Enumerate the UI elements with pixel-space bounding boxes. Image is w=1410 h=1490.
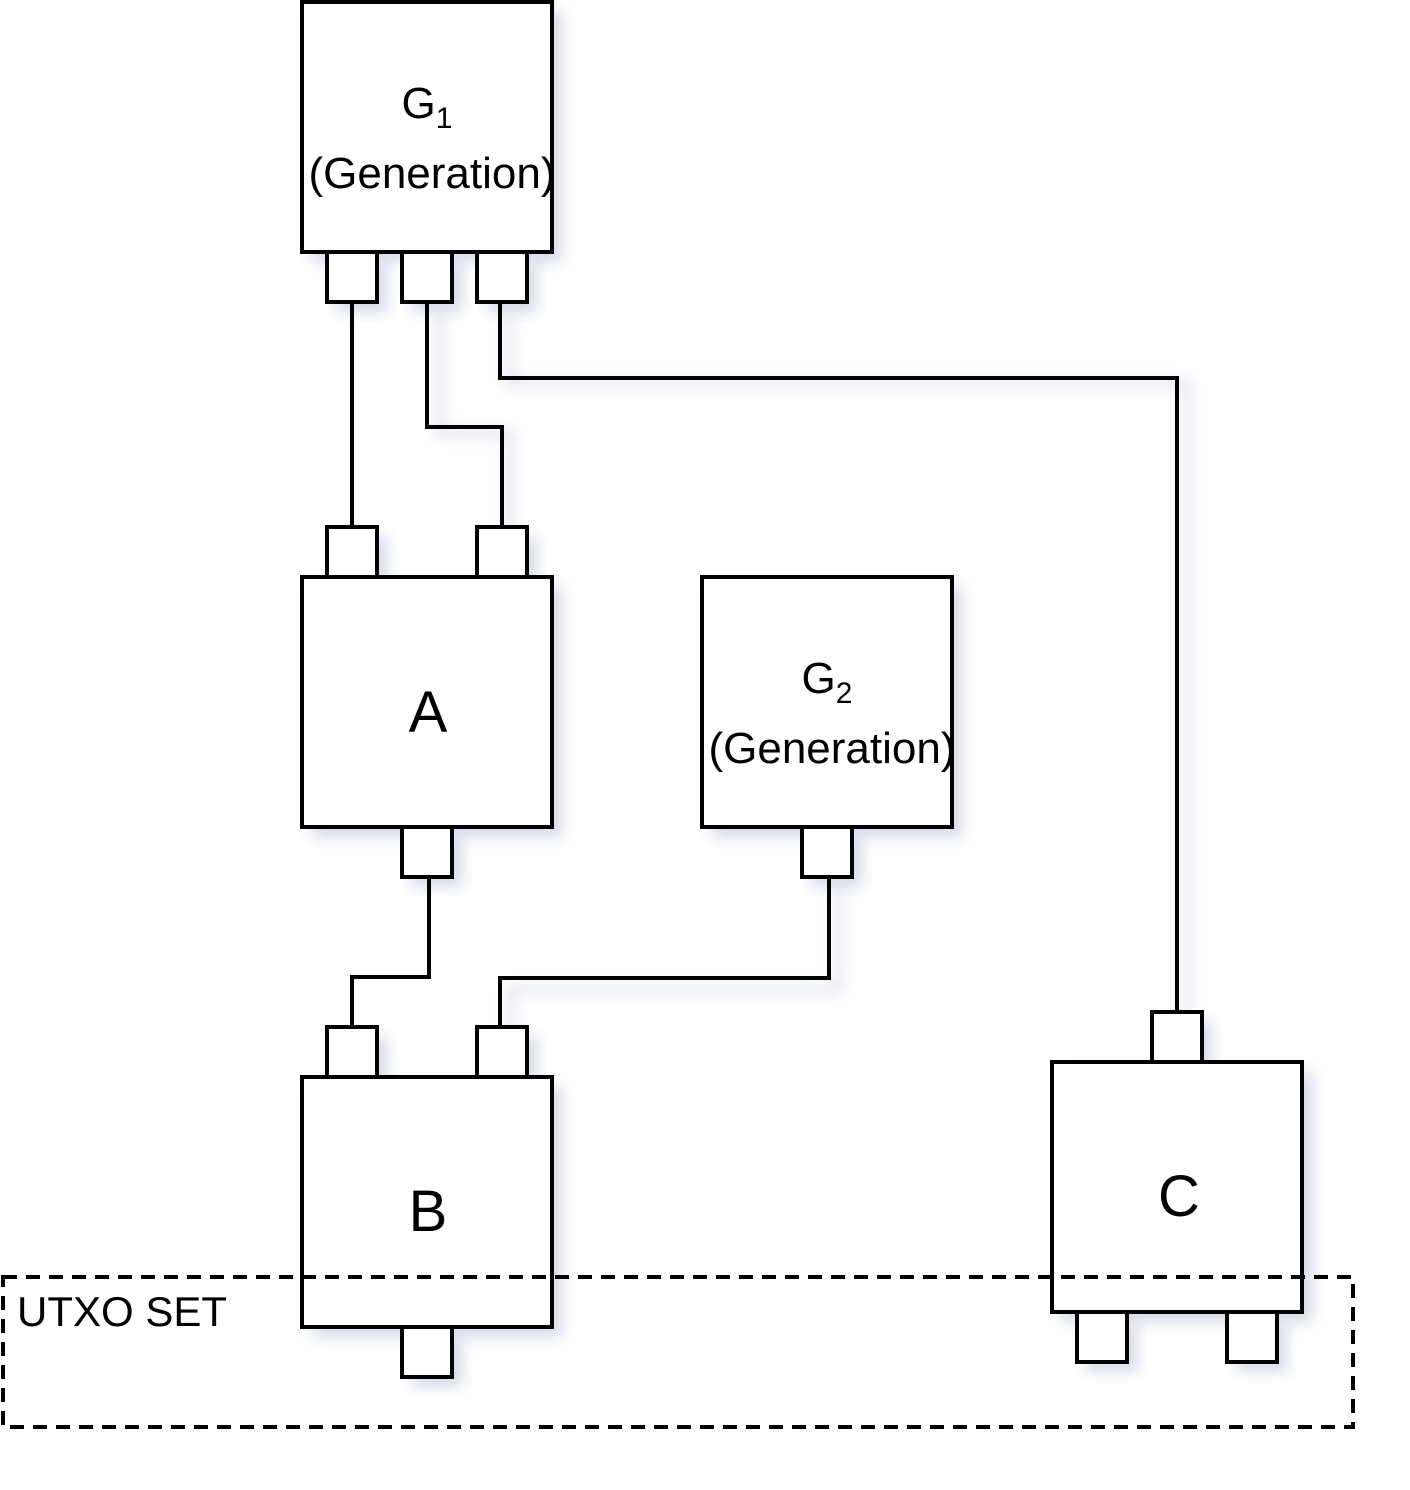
node-a-box	[300, 575, 554, 829]
connections	[350, 302, 1179, 1027]
node-c-box	[1050, 1060, 1304, 1314]
node-g1-output-port-3	[475, 250, 529, 304]
node-g1-output-port-1	[325, 250, 379, 304]
node-g2-title: G2	[802, 654, 853, 710]
node-g2-output-port	[800, 825, 854, 879]
node-g1: G1 (Generation)	[300, 0, 556, 304]
wire-g2-out-to-b-in2	[498, 877, 831, 1027]
node-c-output-port-1	[1075, 1310, 1129, 1364]
node-b-box	[300, 1075, 554, 1329]
node-a-label: A	[409, 680, 448, 745]
utxo-set-region: UTXO SET	[1, 1275, 1355, 1429]
node-b-input-port-2	[475, 1025, 529, 1079]
node-g1-caption: (Generation)	[308, 149, 555, 198]
node-b: B	[300, 1025, 554, 1379]
node-a-output-port	[400, 825, 454, 879]
node-g2-caption: (Generation)	[708, 724, 955, 773]
wire-g1-out2-to-a-in2	[425, 302, 504, 527]
node-c-input-port	[1150, 1010, 1204, 1064]
node-a-input-port-1	[325, 525, 379, 579]
node-g1-title: G1	[402, 79, 453, 135]
node-g2: G2 (Generation)	[700, 575, 956, 879]
node-a-input-port-2	[475, 525, 529, 579]
node-g1-output-port-2	[400, 250, 454, 304]
wire-a-out-to-b-in1	[350, 877, 431, 1027]
node-b-label: B	[409, 1179, 448, 1244]
node-a: A	[300, 525, 554, 879]
node-c: C	[1050, 1010, 1304, 1364]
utxo-set-label: UTXO SET	[17, 1288, 227, 1335]
node-c-output-port-2	[1225, 1310, 1279, 1364]
node-b-input-port-1	[325, 1025, 379, 1079]
wire-g1-out3-to-c-in	[498, 302, 1179, 1012]
node-g2-box	[700, 575, 954, 829]
utxo-set-border	[1, 1275, 1355, 1429]
node-g1-box	[300, 0, 554, 254]
node-c-label: C	[1158, 1164, 1200, 1229]
node-b-output-port	[400, 1325, 454, 1379]
